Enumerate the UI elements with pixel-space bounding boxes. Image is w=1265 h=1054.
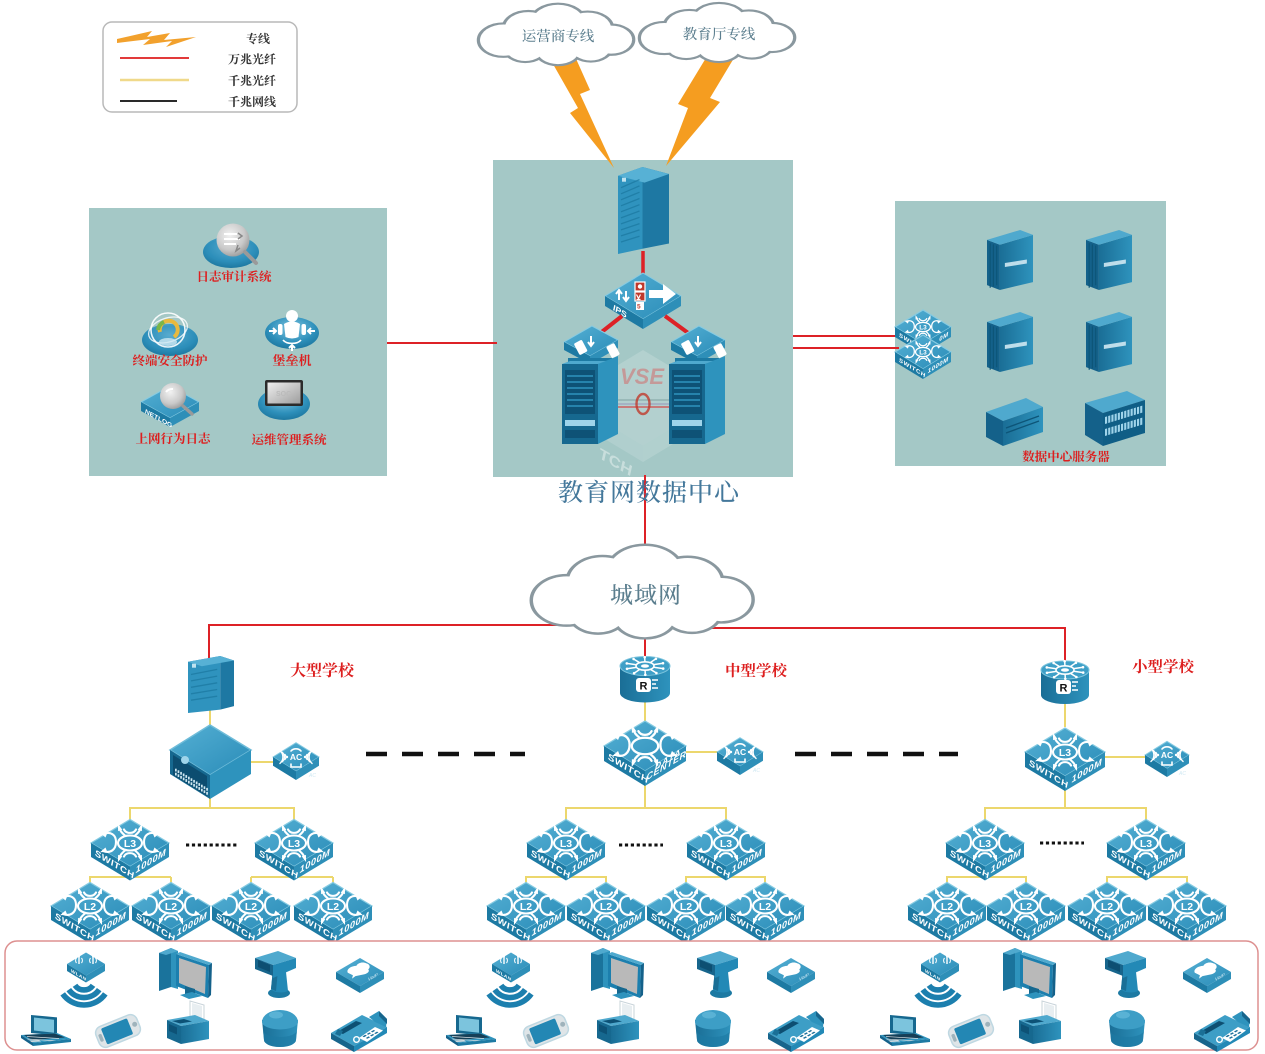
svg-text:AC: AC [308,773,316,779]
svg-text:L2: L2 [600,901,612,913]
svg-text:AC: AC [1161,750,1173,760]
svg-text:L2: L2 [1020,901,1032,913]
svg-text:R: R [640,681,648,693]
svg-text:L3: L3 [560,838,572,850]
svg-text:L3: L3 [1140,838,1152,850]
svg-text:L2: L2 [245,901,257,913]
svg-text:L3: L3 [124,838,136,850]
svg-text:L2: L2 [680,901,692,913]
svg-text:5: 5 [637,304,641,311]
svg-text:L3: L3 [1059,747,1071,759]
svg-text:L2: L2 [1101,901,1113,913]
svg-text:L3: L3 [720,838,732,850]
svg-text:L2: L2 [759,901,771,913]
svg-text:L2: L2 [165,901,177,913]
svg-text:L2: L2 [941,901,953,913]
svg-text:L2: L2 [327,901,339,913]
svg-text:0M: 0M [939,331,948,343]
svg-text:L2: L2 [520,901,532,913]
svg-text:VoIP: VoIP [799,972,809,983]
svg-text:AC: AC [734,747,746,757]
svg-text:L3: L3 [919,350,927,357]
svg-text:L2: L2 [84,901,96,913]
svg-text:VSE: VSE [620,364,665,389]
svg-text:VoIP: VoIP [368,972,378,983]
svg-text:AC: AC [290,752,302,762]
svg-text:L3: L3 [979,838,991,850]
svg-text:AC: AC [1178,771,1186,777]
svg-text:AC: AC [752,768,760,774]
svg-text:L3: L3 [919,325,927,332]
svg-text:SOC: SOC [276,391,291,398]
svg-text:R: R [1060,683,1068,695]
svg-text:VoIP: VoIP [1215,972,1225,983]
svg-text:L2: L2 [1181,901,1193,913]
svg-text:L3: L3 [288,838,300,850]
